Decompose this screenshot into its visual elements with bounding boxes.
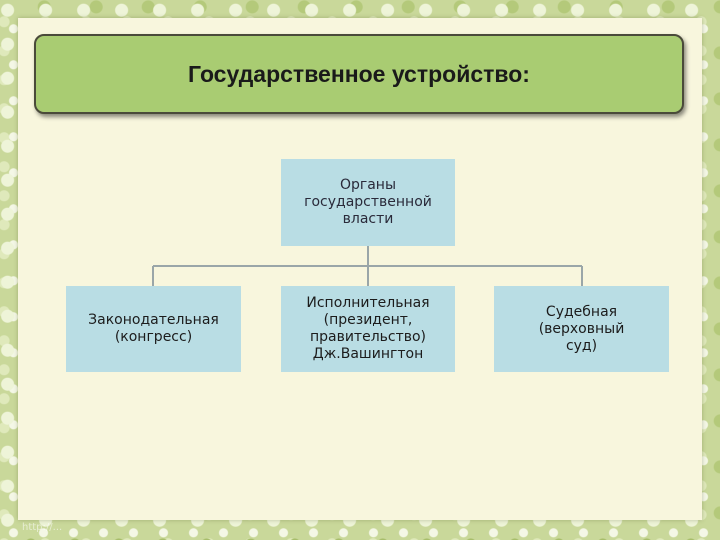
node-executive: Исполнительная (президент, правительство…	[281, 286, 455, 372]
node-judicial: Судебная (верховный суд)	[494, 286, 669, 372]
title-box: Государственное устройство:	[34, 34, 684, 114]
slide-title: Государственное устройство:	[188, 60, 530, 87]
watermark-url: http://...	[22, 522, 63, 533]
node-legislative: Законодательная (конгресс)	[66, 286, 241, 372]
node-government-bodies: Органы государственной власти	[281, 159, 455, 246]
